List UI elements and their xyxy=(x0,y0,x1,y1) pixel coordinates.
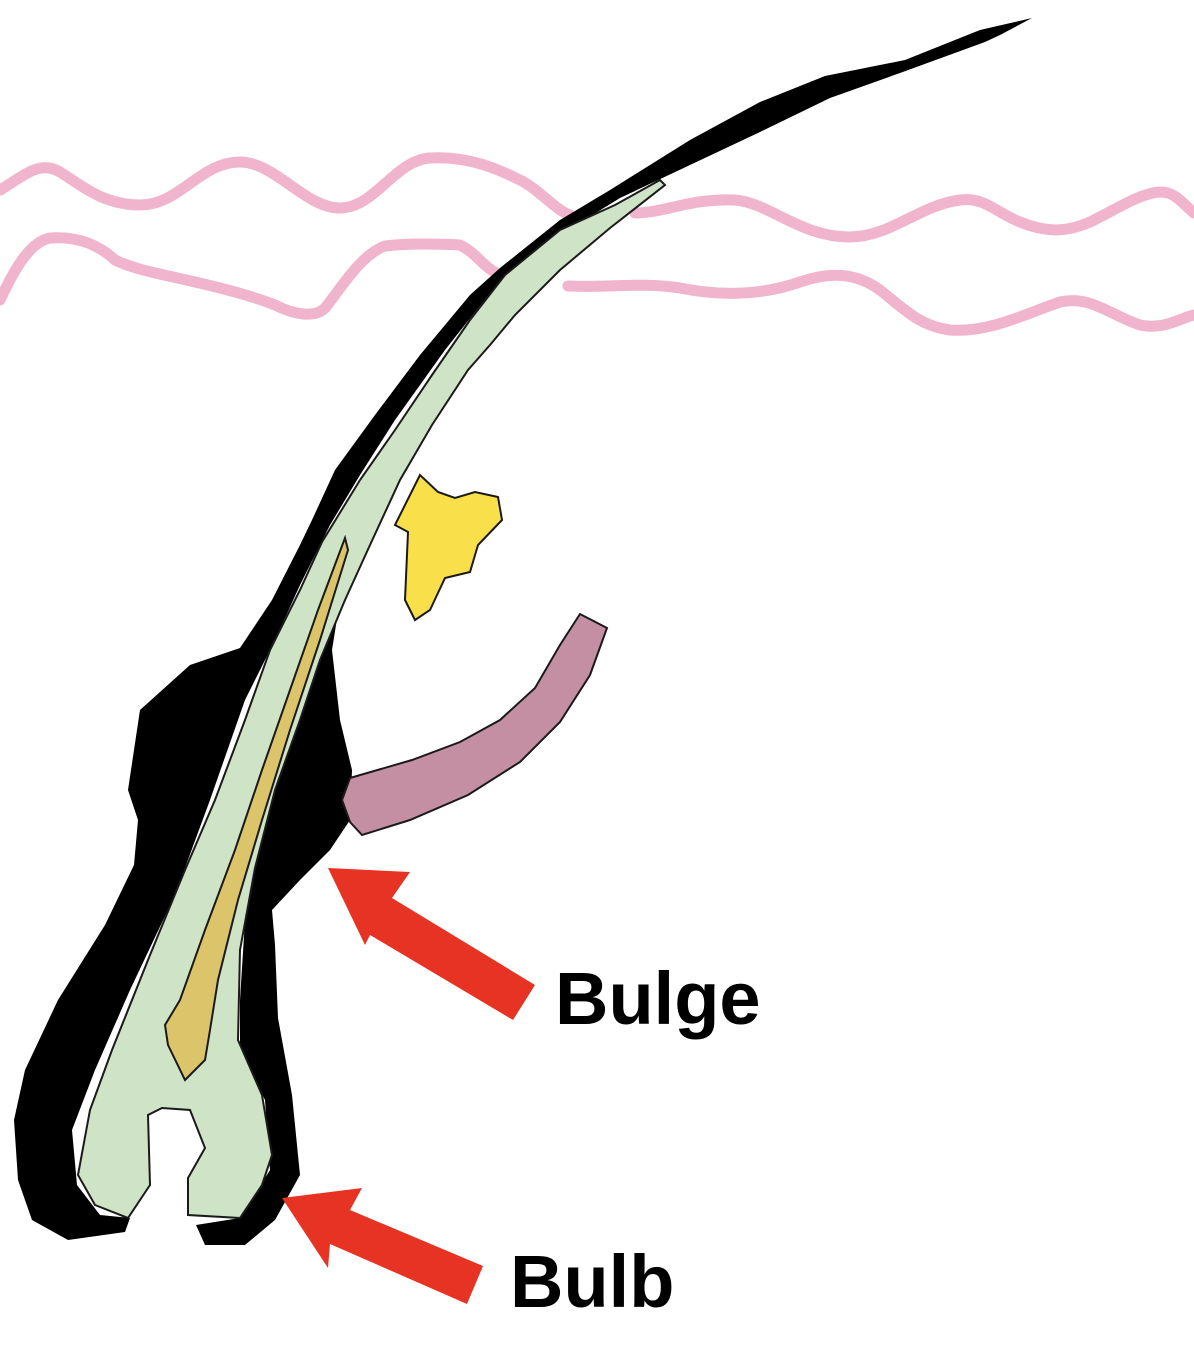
outer-root-sheath-lower xyxy=(196,545,365,1245)
bulge-label: Bulge xyxy=(555,957,761,1040)
bulb-arrow xyxy=(282,1188,483,1304)
hair-shaft xyxy=(76,178,667,1220)
hair-medulla xyxy=(163,534,350,1082)
arrector-pili-muscle xyxy=(340,612,609,837)
skin-line-upper xyxy=(0,152,1194,243)
skin-line-lower xyxy=(0,232,1194,336)
bulge-arrow xyxy=(328,868,535,1020)
bulb-label: Bulb xyxy=(510,1240,675,1323)
sebaceous-gland xyxy=(393,473,504,622)
